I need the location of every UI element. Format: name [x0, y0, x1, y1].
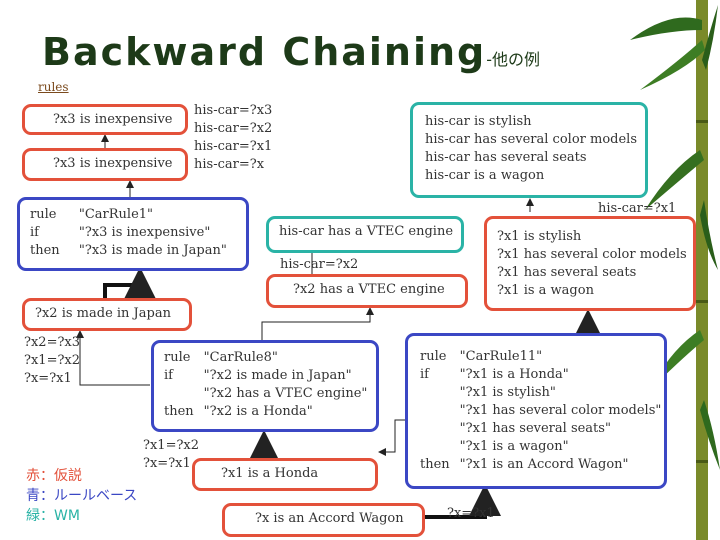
goal-accord-wagon: ?x is an Accord Wagon — [222, 503, 425, 537]
legend-wm: 緑：WM — [26, 506, 137, 526]
legend-sep: ： — [40, 468, 54, 484]
rule-condition: "?x2 has a VTEC engine" — [203, 386, 368, 401]
rule-keyword: then — [420, 457, 450, 472]
arrow-rule8-to-vtecgoal — [261, 307, 374, 340]
goal-text: ?x3 is inexpensive — [53, 112, 173, 127]
arrow-rule8-to-japan — [76, 330, 150, 386]
wm-fact: his-car has several seats — [425, 150, 587, 165]
binding: ?x1=?x2 — [24, 353, 81, 368]
rule-keyword: if — [30, 225, 39, 240]
rules-link[interactable]: rules — [38, 80, 69, 94]
binding: his-car=?x3 — [194, 103, 273, 118]
rule-carrule11: rule "CarRule11" if "?x1 is a Honda" "?x1 … — [405, 333, 667, 489]
title-sub: -他の例 — [486, 50, 541, 69]
goal-text: ?x2 has a VTEC engine — [293, 282, 445, 297]
goal-x3-inexpensive-top: ?x3 is inexpensive — [22, 104, 188, 135]
bamboo-decoration — [630, 0, 720, 540]
binding: ?x1=?x2 — [143, 438, 200, 453]
goal-x2-vtec-engine: ?x2 has a VTEC engine — [266, 274, 468, 308]
binding: his-car=?x2 — [194, 121, 273, 136]
binding: his-car=?x1 — [194, 139, 273, 154]
rule-condition: "?x1 has several color models" — [459, 403, 662, 418]
legend-hypothesis: 赤：仮説 — [26, 466, 137, 486]
rule-carrule8: rule"CarRule8" if"?x2 is made in Japan" … — [151, 340, 379, 432]
binding: ?x=?x1 — [143, 456, 191, 471]
legend-key: 緑 — [26, 508, 40, 524]
rule-keyword — [420, 384, 450, 402]
rule-conclusion: "?x3 is made in Japan" — [78, 243, 227, 258]
rule-condition: "?x1 is a wagon" — [459, 439, 569, 454]
legend-sep: ： — [40, 508, 54, 524]
rule-keyword — [420, 420, 450, 438]
legend-key: 赤 — [26, 468, 40, 484]
goal-x2-made-in-japan: ?x2 is made in Japan — [22, 298, 192, 331]
goal-x1-honda: ?x1 is a Honda — [192, 458, 378, 491]
legend-value: ルールベース — [54, 488, 138, 504]
rule-keyword — [164, 385, 194, 403]
goal-text: ?x2 is made in Japan — [35, 306, 171, 321]
page-title: Backward Chaining-他の例 — [42, 30, 540, 74]
rule-name: "CarRule11" — [459, 349, 543, 364]
rule-keyword: if — [420, 367, 429, 382]
binding-bottom: ?x=?x1 — [447, 506, 495, 521]
wm-vtec-engine: his-car has a VTEC engine — [266, 216, 464, 253]
rule-keyword: rule — [30, 207, 57, 222]
rule-keyword: then — [30, 243, 60, 258]
rule-condition: "?x2 is made in Japan" — [203, 368, 352, 383]
binding: ?x2=?x3 — [24, 335, 81, 350]
goal-text: ?x3 is inexpensive — [53, 156, 173, 171]
rule-keyword: if — [164, 368, 173, 383]
rule-keyword: rule — [420, 349, 447, 364]
rule-keyword — [420, 402, 450, 420]
legend-sep: ： — [40, 488, 54, 504]
title-main: Backward Chaining — [42, 30, 487, 74]
binding: ?x=?x1 — [24, 371, 72, 386]
binding-list-left: ?x2=?x3 ?x1=?x2 ?x=?x1 — [24, 334, 80, 388]
rule-keyword: then — [164, 404, 194, 419]
rule-condition: "?x1 has several seats" — [459, 421, 611, 436]
rule-keyword: rule — [164, 350, 191, 365]
wm-fact: his-car has several color models — [425, 132, 637, 147]
wm-text: his-car has a VTEC engine — [279, 224, 454, 239]
binding-list-lower: ?x1=?x2 ?x=?x1 — [143, 437, 199, 473]
goal-fact: ?x1 has several color models — [497, 247, 687, 262]
binding: his-car=?x — [194, 157, 265, 172]
goal-text: ?x is an Accord Wagon — [255, 511, 404, 526]
legend-value: WM — [54, 508, 80, 524]
wm-fact: his-car is a wagon — [425, 168, 545, 183]
arrow-rule11-to-honda — [378, 419, 405, 456]
goal-x3-inexpensive-second: ?x3 is inexpensive — [22, 148, 188, 181]
goal-fact: ?x1 is a wagon — [497, 283, 594, 298]
legend-rulebase: 青：ルールベース — [26, 486, 137, 506]
rule-condition: "?x3 is inexpensive" — [78, 225, 211, 240]
binding-list-top: his-car=?x3 his-car=?x2 his-car=?x1 his-… — [194, 102, 272, 174]
rule-condition: "?x1 is stylish" — [459, 385, 556, 400]
wm-his-car-facts: his-car is stylish his-car has several c… — [410, 102, 648, 198]
goal-fact: ?x1 has several seats — [497, 265, 637, 280]
goal-x1-stylish-set: ?x1 is stylish ?x1 has several color mod… — [484, 216, 696, 311]
rule-carrule1: rule "CarRule1" if "?x3 is inexpensive" th… — [17, 197, 249, 271]
goal-text: ?x1 is a Honda — [221, 466, 319, 481]
binding-x1-car: his-car=?x1 — [598, 201, 677, 216]
legend-key: 青 — [26, 488, 40, 504]
binding-x2-car: his-car=?x2 — [280, 257, 359, 272]
color-legend: 赤：仮説 青：ルールベース 緑：WM — [26, 466, 137, 526]
legend-value: 仮説 — [54, 468, 82, 484]
rule-conclusion: "?x2 is a Honda" — [203, 404, 313, 419]
rule-condition: "?x1 is a Honda" — [459, 367, 569, 382]
rule-conclusion: "?x1 is an Accord Wagon" — [459, 457, 629, 472]
rule-name: "CarRule8" — [203, 350, 278, 365]
rule-keyword — [420, 438, 450, 456]
arrow-japan-to-rule1 — [103, 267, 156, 299]
goal-fact: ?x1 is stylish — [497, 229, 582, 244]
rule-name: "CarRule1" — [78, 207, 154, 222]
wm-fact: his-car is stylish — [425, 114, 532, 129]
